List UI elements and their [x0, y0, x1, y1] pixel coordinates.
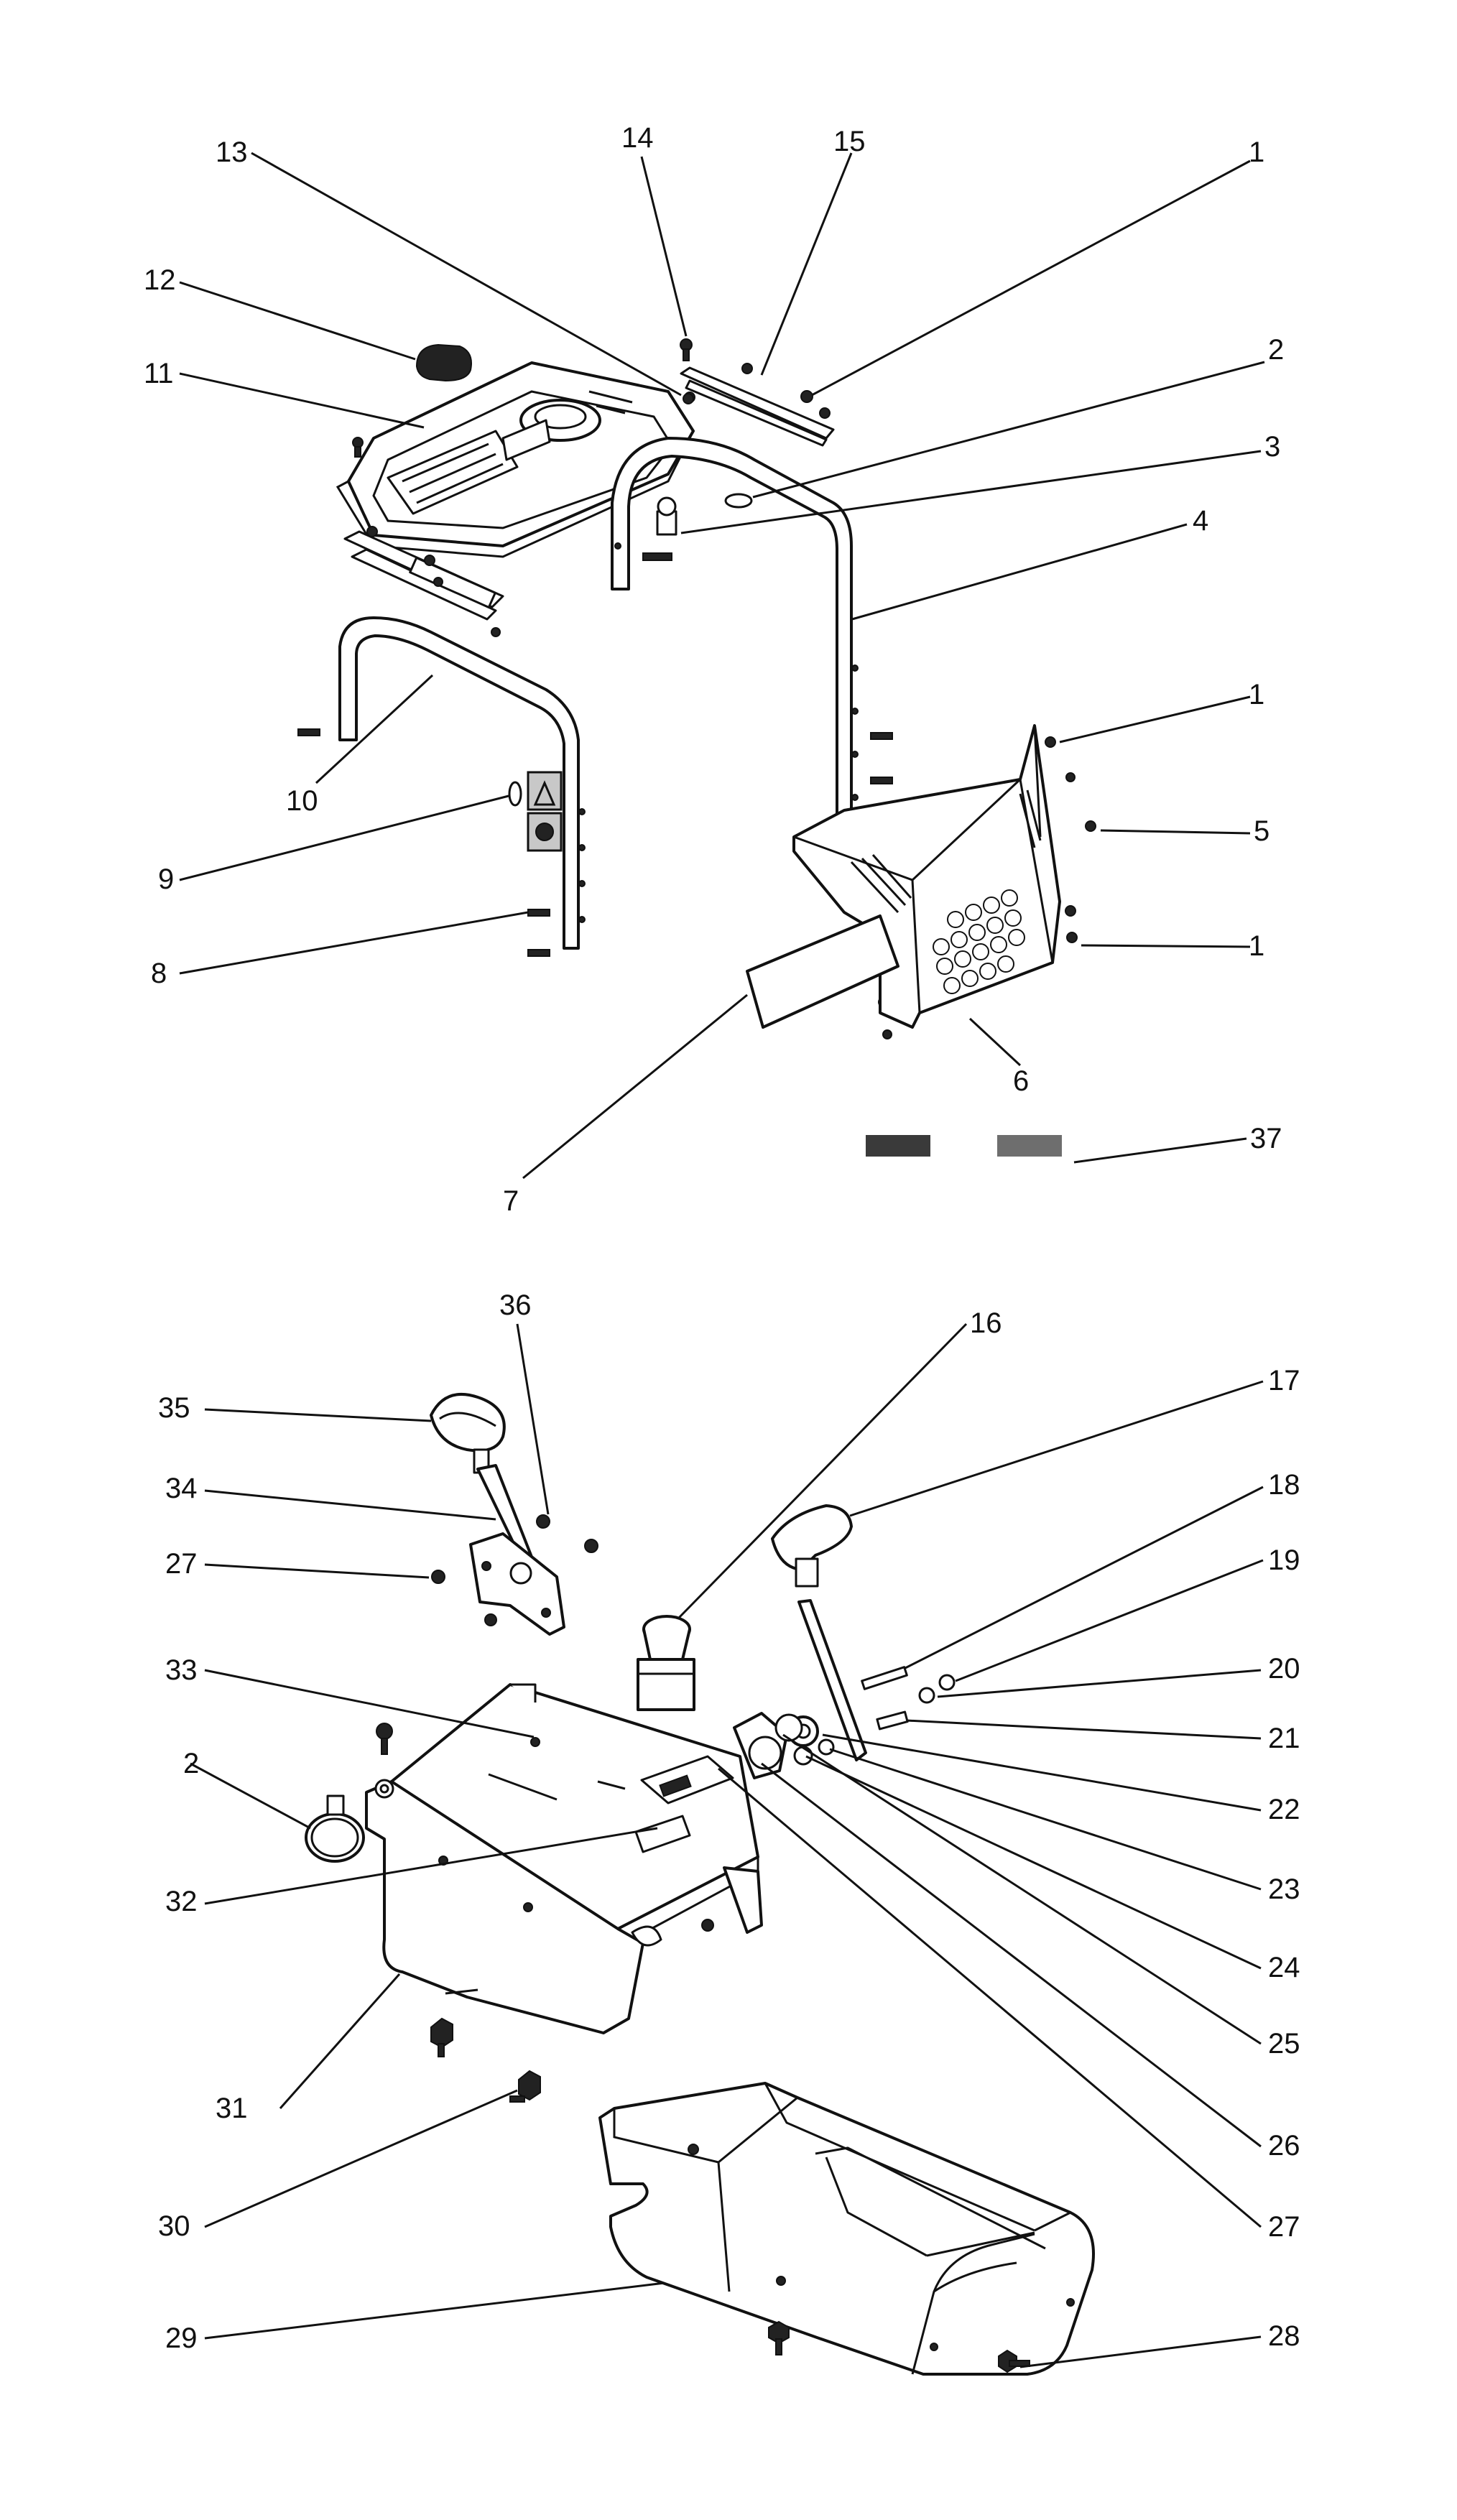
callout-11: 11 [144, 358, 174, 389]
throttle-lever [771, 1504, 867, 1761]
tank-cap [415, 343, 472, 382]
callout-1c: 1 [1249, 930, 1264, 962]
panel-top-bolt [376, 1723, 393, 1755]
choke-lever [430, 1392, 565, 1636]
callout-2b: 2 [183, 1748, 199, 1779]
throttle-hardware [708, 1666, 956, 1779]
fuel-tank [336, 361, 695, 558]
callout-20: 20 [1268, 1653, 1300, 1685]
warning-decals [508, 771, 563, 852]
callout-9: 9 [158, 863, 174, 895]
callout-13: 13 [216, 136, 248, 168]
callout-21: 21 [1268, 1723, 1300, 1754]
bottom-assembly [305, 1392, 1095, 2376]
top-assembly [297, 338, 1096, 1157]
callout-33: 33 [165, 1654, 198, 1686]
lever-bolt-36 [536, 1514, 550, 1529]
callout-32: 32 [165, 1886, 198, 1917]
callout-14: 14 [621, 122, 654, 154]
fuel-valve [642, 496, 677, 561]
callout-23: 23 [1268, 1873, 1300, 1905]
callout-7: 7 [503, 1185, 519, 1217]
lever-nut [584, 1539, 598, 1553]
callout-28: 28 [1268, 2320, 1300, 2352]
callout-17: 17 [1268, 1365, 1300, 1396]
callout-35: 35 [158, 1392, 190, 1424]
side-panel [365, 1779, 662, 2034]
callout-8: 8 [151, 958, 167, 989]
callout-34: 34 [165, 1473, 198, 1504]
callout-25: 25 [1268, 2028, 1300, 2060]
vent-grid [933, 889, 1025, 994]
bolts-28 [768, 2320, 1030, 2373]
callout-29: 29 [165, 2322, 198, 2354]
callout-labels: 13 14 15 1 12 2 11 3 4 1 10 5 9 1 8 6 37… [144, 122, 1300, 2354]
cover-plate [746, 914, 899, 1029]
base-tray [598, 2082, 1095, 2376]
callout-27a: 27 [165, 1548, 198, 1580]
lever-nut-27 [431, 1570, 445, 1584]
callout-16: 16 [970, 1307, 1002, 1339]
control-box-housing [792, 724, 1061, 1029]
callout-19: 19 [1268, 1544, 1300, 1576]
callout-12: 12 [144, 264, 176, 296]
front-handle-frame [297, 616, 586, 950]
bolts-8 [527, 909, 550, 957]
callout-18: 18 [1268, 1469, 1300, 1501]
leader-lines [179, 152, 1265, 2368]
bolts-30 [430, 2017, 541, 2103]
callout-22: 22 [1268, 1794, 1300, 1825]
callout-26: 26 [1268, 2130, 1300, 2162]
callout-31: 31 [216, 2093, 248, 2124]
callout-3: 3 [1264, 431, 1280, 463]
seal-ring [724, 493, 753, 509]
lever-washer [484, 1613, 497, 1626]
color-swatch-grey [997, 1135, 1062, 1157]
callout-10: 10 [286, 785, 318, 817]
rear-handle-frame [611, 437, 859, 820]
callout-4: 4 [1193, 505, 1208, 537]
callout-2a: 2 [1268, 334, 1284, 366]
callout-24: 24 [1268, 1952, 1300, 1983]
callout-1a: 1 [1249, 136, 1264, 168]
callout-5: 5 [1254, 815, 1269, 847]
color-swatch-dark [866, 1135, 930, 1157]
callout-27b: 27 [1268, 2211, 1300, 2243]
callout-6: 6 [1013, 1065, 1029, 1097]
callout-37: 37 [1250, 1123, 1282, 1154]
top-strap [680, 338, 835, 447]
hose-clamp [305, 1794, 365, 1863]
callout-36: 36 [499, 1289, 532, 1321]
callout-1b: 1 [1249, 679, 1264, 710]
tank-bracket [343, 530, 504, 621]
stop-switch [637, 1615, 695, 1711]
callout-15: 15 [833, 126, 866, 157]
callout-30: 30 [158, 2210, 190, 2242]
